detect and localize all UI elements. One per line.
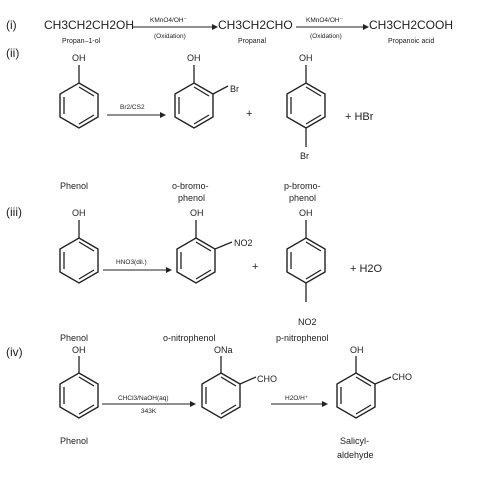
- phenol-oh-ii: OH: [72, 53, 86, 63]
- arrow-nitration: [103, 267, 172, 273]
- p-bromophenol-name-2: phenol: [289, 193, 316, 203]
- water-byproduct: + H2O: [350, 263, 383, 275]
- reagent-br2-cs2: Br2/CS2: [120, 104, 145, 111]
- hbr-byproduct: + HBr: [345, 111, 374, 123]
- ona-group: ONa: [214, 345, 233, 355]
- reagent-kmno4-2: KMnO4/OH⁻: [306, 17, 344, 24]
- reagent-hno3: HNO3(dil.): [116, 259, 147, 266]
- propanol-name: Propan–1-ol: [62, 38, 101, 45]
- reagent-h2o-h: H2O/H⁺: [285, 395, 309, 402]
- o-nitrophenol-no2: NO2: [234, 238, 253, 248]
- benzene-ring-phenol-iii: [59, 220, 99, 284]
- reaction-label-i: (i): [6, 18, 17, 32]
- reagent-kmno4-1: KMnO4/OH⁻: [150, 17, 188, 24]
- propanol-formula: CH3CH2CH2OH: [44, 18, 134, 32]
- propanoic-acid-name: Propanoic acid: [388, 38, 434, 45]
- oxidation-label-2: (Oxidation): [310, 33, 342, 40]
- benzene-ring-phenol-ii: [59, 65, 99, 129]
- phenol-oh-iii: OH: [72, 208, 86, 218]
- benzene-ring-sodium-salt: [201, 356, 257, 419]
- salicylaldehyde-oh: OH: [350, 345, 364, 355]
- o-bromophenol-name-2: phenol: [178, 193, 205, 203]
- phenol-oh-iv: OH: [72, 345, 86, 355]
- benzene-ring-o-nitrophenol: [176, 220, 233, 284]
- propanal-name: Propanal: [238, 38, 266, 45]
- o-nitrophenol-name: o-nitrophenol: [163, 333, 216, 343]
- phenol-name-iv: Phenol: [60, 436, 88, 446]
- benzene-ring-p-nitrophenol: [286, 220, 326, 302]
- reagent-chcl3-naoh: CHCl3/NaOH(aq): [118, 395, 169, 402]
- reaction-label-iv: (iv): [6, 345, 23, 359]
- oxidation-label-1: (Oxidation): [154, 33, 186, 40]
- p-bromophenol-oh: OH: [299, 53, 313, 63]
- arrow-hydrolysis: [271, 401, 328, 407]
- p-nitrophenol-name: p-nitrophenol: [276, 333, 329, 343]
- reaction-label-ii: (ii): [6, 46, 19, 60]
- arrow-bromination: [107, 112, 166, 118]
- phenol-name-iii: Phenol: [60, 333, 88, 343]
- propanal-formula: CH3CH2CHO: [218, 18, 293, 32]
- benzene-ring-p-bromophenol: [286, 65, 326, 147]
- arrow-oxidation-1: [133, 24, 218, 30]
- reaction-label-iii: (iii): [6, 205, 22, 219]
- o-bromophenol-name-1: o-bromo-: [172, 181, 209, 191]
- o-bromophenol-oh: OH: [187, 53, 201, 63]
- benzene-ring-o-bromophenol: [174, 65, 229, 129]
- salicylaldehyde-name-2: aldehyde: [337, 450, 374, 460]
- p-bromophenol-name-1: p-bromo-: [284, 181, 321, 191]
- propanoic-acid-formula: CH3CH2COOH: [369, 18, 453, 32]
- cho-group-product: CHO: [392, 372, 412, 382]
- salicylaldehyde-name-1: Salicyl-: [340, 436, 369, 446]
- p-nitrophenol-oh: OH: [299, 208, 313, 218]
- plus-sign-ii: +: [246, 108, 252, 120]
- plus-sign-iii: +: [252, 261, 258, 273]
- p-nitrophenol-no2: NO2: [298, 317, 317, 327]
- arrow-oxidation-2: [296, 24, 369, 30]
- o-nitrophenol-oh: OH: [190, 208, 204, 218]
- arrow-reimer-tiemann: [102, 401, 196, 407]
- benzene-ring-phenol-iv: [59, 356, 99, 419]
- temperature-343k: 343K: [141, 408, 157, 415]
- phenol-name-ii: Phenol: [60, 181, 88, 191]
- benzene-ring-salicylaldehyde: [336, 356, 392, 419]
- o-bromophenol-br: Br: [230, 84, 239, 94]
- p-bromophenol-br: Br: [300, 151, 309, 161]
- cho-group-intermediate: CHO: [257, 374, 277, 384]
